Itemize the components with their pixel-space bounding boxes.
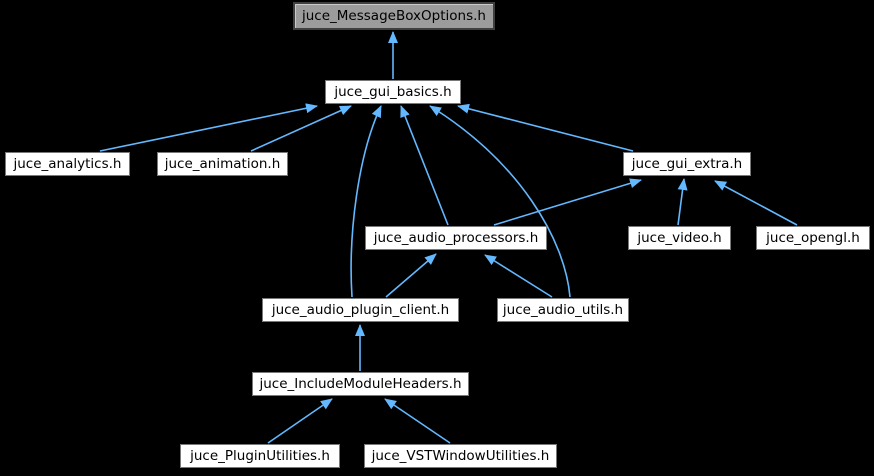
node-label: juce_audio_plugin_client.h: [271, 302, 450, 318]
edge-juce_audio_utils-to-juce_audio_processors: [484, 254, 553, 298]
node-juce_VSTWindowUtilities[interactable]: juce_VSTWindowUtilities.h: [364, 444, 557, 468]
edge-juce_audio_utils-to-juce_gui_basics: [429, 105, 571, 298]
node-juce_animation[interactable]: juce_animation.h: [157, 152, 288, 176]
node-juce_gui_extra[interactable]: juce_gui_extra.h: [623, 152, 751, 176]
node-label: juce_audio_processors.h: [373, 230, 539, 246]
node-label: juce_video.h: [637, 230, 722, 246]
node-label: juce_IncludeModuleHeaders.h: [259, 376, 462, 392]
node-juce_MessageBoxOptions: juce_MessageBoxOptions.h: [293, 2, 495, 30]
node-juce_analytics[interactable]: juce_analytics.h: [5, 152, 130, 176]
node-label: juce_gui_basics.h: [334, 84, 452, 100]
node-label: juce_analytics.h: [13, 156, 122, 172]
node-label: juce_audio_utils.h: [502, 302, 624, 318]
node-juce_IncludeModuleHeaders[interactable]: juce_IncludeModuleHeaders.h: [252, 372, 469, 396]
edge-juce_analytics-to-juce_gui_basics: [99, 103, 318, 152]
edge-juce_animation-to-juce_gui_basics: [250, 105, 352, 152]
node-label: juce_MessageBoxOptions.h: [302, 8, 486, 24]
node-label: juce_VSTWindowUtilities.h: [371, 448, 550, 464]
node-label: juce_opengl.h: [766, 230, 860, 246]
node-juce_video[interactable]: juce_video.h: [628, 226, 731, 250]
node-label: juce_animation.h: [164, 156, 281, 172]
node-juce_PluginUtilities[interactable]: juce_PluginUtilities.h: [180, 444, 340, 468]
edge-juce_VSTWindowUtilities-to-juce_IncludeModuleHeaders: [384, 398, 451, 444]
edge-juce_audio_plugin_client-to-juce_gui_basics: [350, 105, 382, 298]
node-label: juce_gui_extra.h: [631, 156, 743, 172]
node-juce_opengl[interactable]: juce_opengl.h: [756, 226, 870, 250]
edge-juce_audio_processors-to-juce_gui_extra: [493, 178, 642, 226]
node-juce_audio_utils[interactable]: juce_audio_utils.h: [497, 298, 629, 322]
node-juce_gui_basics[interactable]: juce_gui_basics.h: [325, 80, 461, 104]
edge-juce_PluginUtilities-to-juce_IncludeModuleHeaders: [267, 398, 333, 444]
node-juce_audio_processors[interactable]: juce_audio_processors.h: [365, 226, 547, 250]
edge-juce_audio_plugin_client-to-juce_audio_processors: [385, 253, 437, 298]
edge-juce_video-to-juce_gui_extra: [677, 178, 688, 226]
node-label: juce_PluginUtilities.h: [190, 448, 330, 464]
edge-juce_opengl-to-juce_gui_extra: [714, 180, 798, 226]
edge-juce_gui_extra-to-juce_gui_basics: [457, 103, 634, 152]
edge-juce_audio_processors-to-juce_gui_basics: [400, 105, 449, 226]
node-juce_audio_plugin_client[interactable]: juce_audio_plugin_client.h: [262, 298, 459, 322]
